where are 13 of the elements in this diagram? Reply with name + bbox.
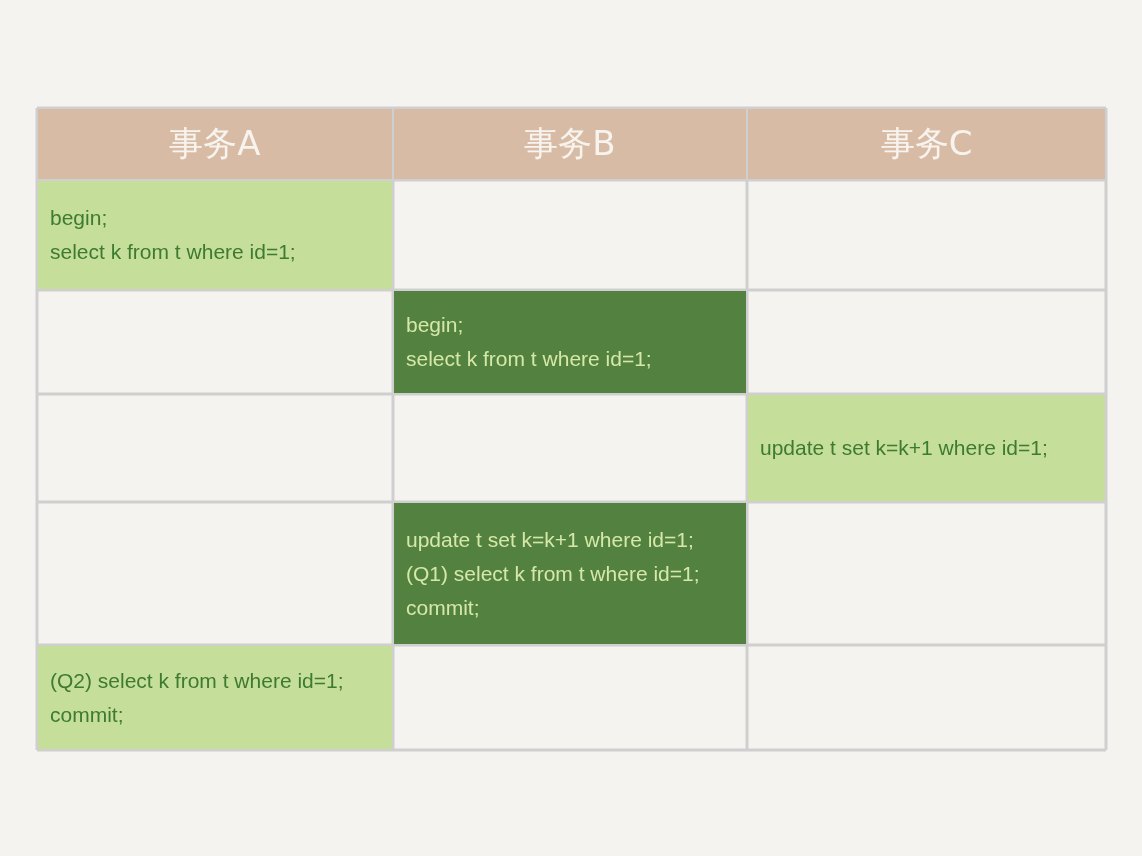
code-line: select k from t where id=1; [406, 347, 653, 371]
code-line: commit; [406, 595, 481, 620]
code-line: update t set k=k+1 where id=1; [406, 527, 695, 552]
code-line: (Q1) select k from t where id=1; [406, 561, 701, 586]
code-line: update t set k=k+1 where id=1; [760, 436, 1049, 460]
code-line: commit; [50, 702, 125, 727]
column-header: 事务C [748, 109, 1105, 179]
code-line: select k from t where id=1; [50, 240, 297, 264]
code-line: (Q2) select k from t where id=1; [50, 668, 345, 693]
code-line: begin; [50, 206, 109, 230]
code-line: begin; [406, 313, 465, 337]
column-header: 事务A [38, 109, 392, 179]
column-header: 事务B [394, 109, 746, 179]
